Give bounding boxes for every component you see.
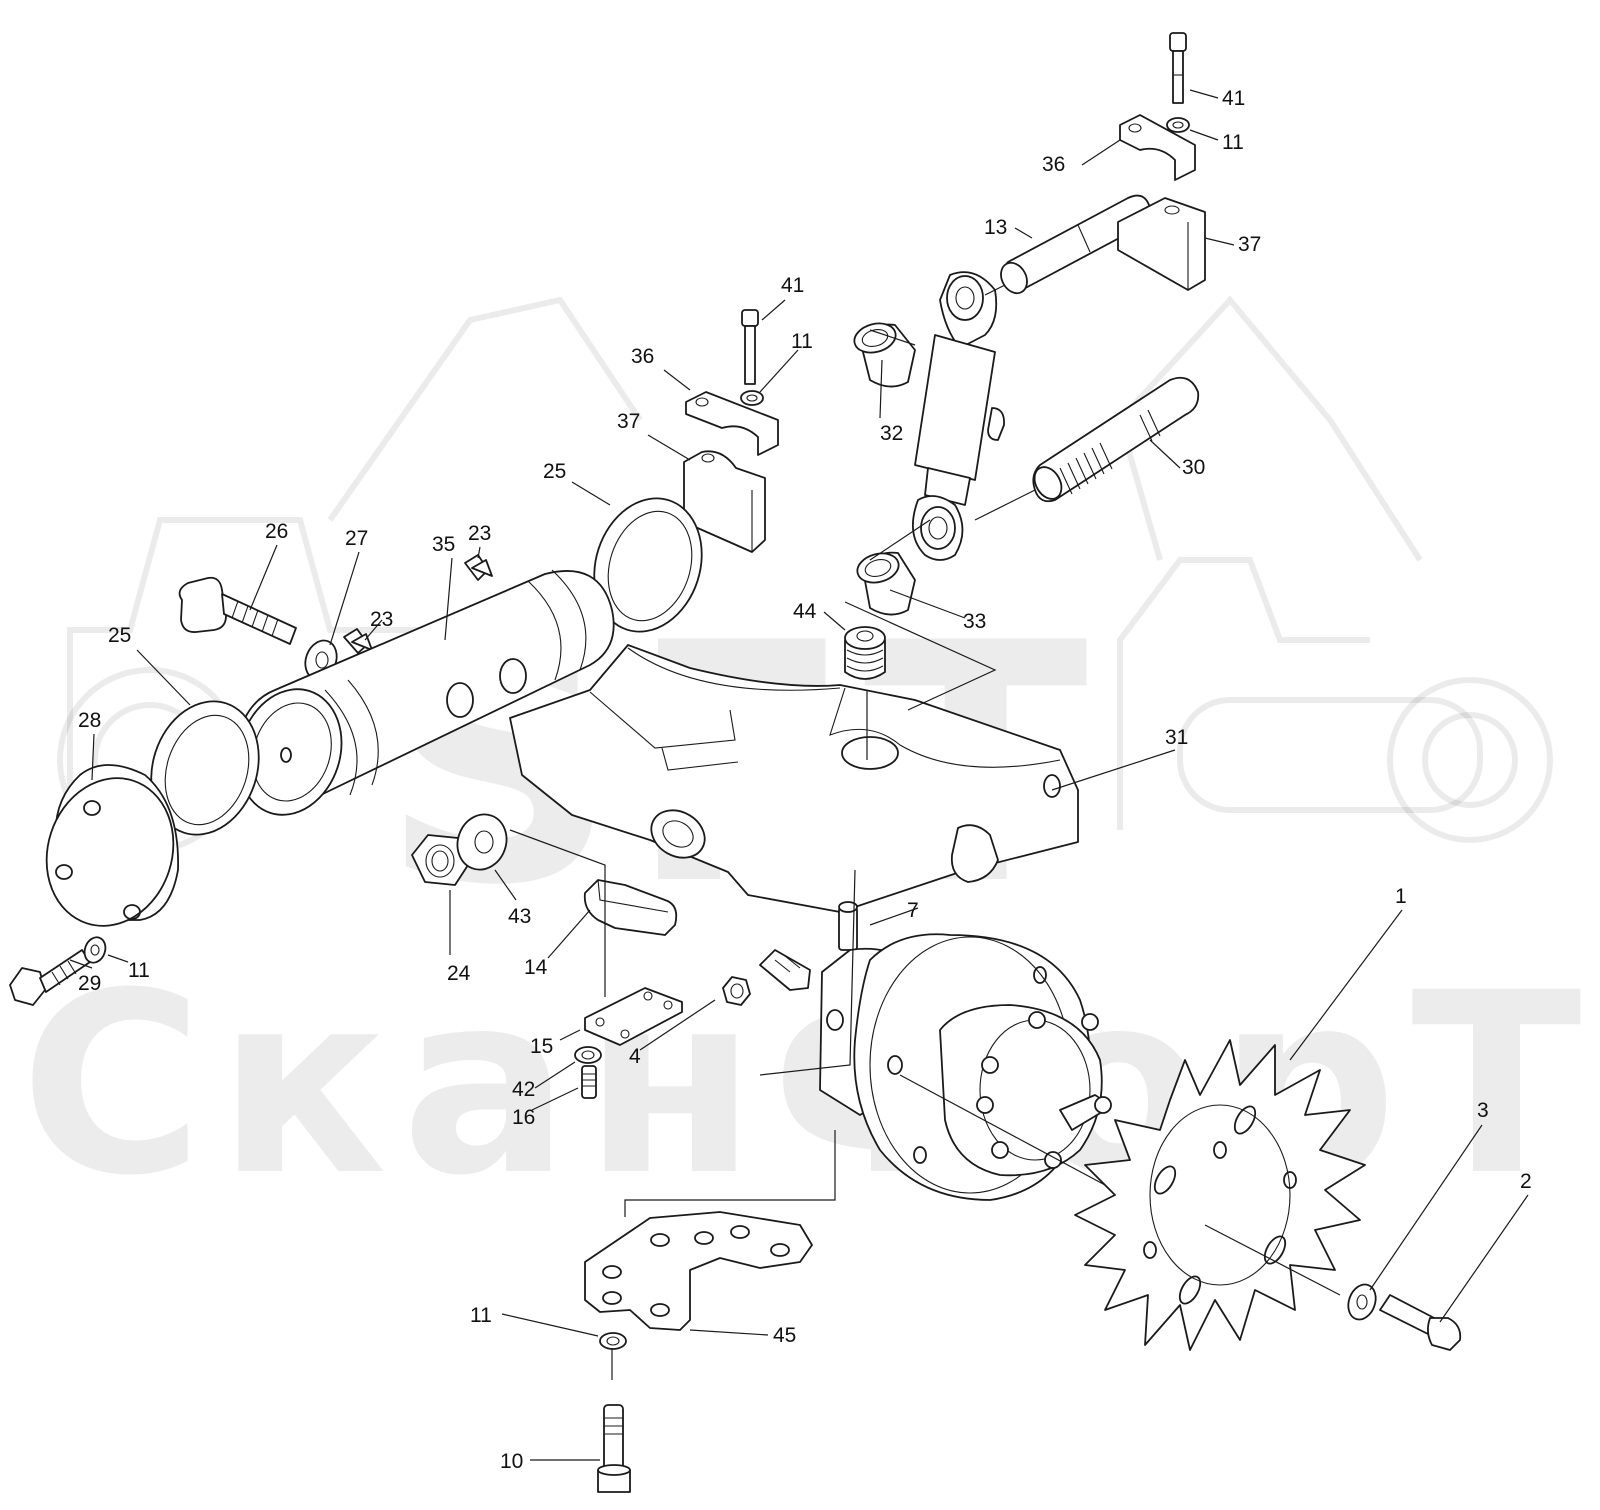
callout-23b: 23 xyxy=(370,608,393,631)
callout-11d: 11 xyxy=(470,1304,492,1327)
callout-10: 10 xyxy=(500,1450,523,1473)
callout-23a: 23 xyxy=(468,522,491,545)
washer-3 xyxy=(1347,1283,1377,1321)
callout-32: 32 xyxy=(880,422,903,445)
callout-3: 3 xyxy=(1477,1099,1489,1122)
bolt-2 xyxy=(1379,1294,1462,1351)
clamp-36-top xyxy=(1119,114,1196,181)
bolt-26 xyxy=(178,576,297,645)
plate-15 xyxy=(584,987,683,1046)
callout-25b: 25 xyxy=(108,624,131,647)
clamp-36-mid xyxy=(685,391,779,456)
callout-41a: 41 xyxy=(1222,87,1245,110)
callout-26: 26 xyxy=(265,520,288,543)
callout-11a: 11 xyxy=(1222,131,1244,154)
screw-16 xyxy=(581,1065,597,1099)
callout-11c: 11 xyxy=(128,959,150,982)
pin-13 xyxy=(1000,194,1152,295)
grease-nipple-23-top xyxy=(464,554,493,581)
callout-25a: 25 xyxy=(543,460,566,483)
washer-42 xyxy=(574,1046,602,1064)
callout-28: 28 xyxy=(78,709,101,732)
bushing-32 xyxy=(853,322,916,388)
callout-44: 44 xyxy=(793,600,817,623)
callout-1: 1 xyxy=(1395,885,1407,908)
end-cap-28 xyxy=(45,764,179,927)
washer-43 xyxy=(456,813,508,871)
bushing-33 xyxy=(856,551,916,616)
seal-ring-25-top xyxy=(593,497,703,633)
axle-tube-35 xyxy=(237,569,615,816)
washer-11-mid xyxy=(740,390,764,406)
callout-43: 43 xyxy=(508,905,531,928)
callout-11b: 11 xyxy=(791,330,813,353)
callout-37b: 37 xyxy=(617,410,640,433)
callout-24: 24 xyxy=(447,962,471,985)
pin-30 xyxy=(1032,376,1200,503)
bolt-29 xyxy=(9,949,91,1006)
bolt-41-mid xyxy=(741,309,759,385)
hydraulic-cylinder xyxy=(911,271,1005,561)
washer-11-top xyxy=(1166,117,1190,133)
callout-27: 27 xyxy=(345,527,368,550)
callout-13: 13 xyxy=(984,216,1007,239)
nut-4 xyxy=(722,976,751,1006)
plug-44 xyxy=(844,626,886,680)
bracket-plate-45 xyxy=(584,1211,813,1331)
block-37-mid xyxy=(683,450,766,553)
washer-11-bottom xyxy=(599,1332,627,1350)
bolt-41-top xyxy=(1169,32,1187,104)
sleeve-7 xyxy=(838,901,858,951)
callout-35: 35 xyxy=(432,533,455,556)
callout-31: 31 xyxy=(1165,726,1188,749)
callout-2: 2 xyxy=(1520,1170,1532,1193)
block-37-top xyxy=(1117,197,1206,291)
pad-14 xyxy=(583,879,678,936)
drive-sprocket-1 xyxy=(1074,1039,1366,1351)
seal-ring-25-left xyxy=(150,700,260,836)
callout-14: 14 xyxy=(524,956,548,979)
callout-30: 30 xyxy=(1182,456,1205,479)
callout-36b: 36 xyxy=(631,345,654,368)
bolt-10 xyxy=(597,1404,631,1493)
leader-lines xyxy=(69,89,1529,1461)
callout-36a: 36 xyxy=(1042,153,1065,176)
callout-37a: 37 xyxy=(1238,233,1261,256)
callout-7: 7 xyxy=(907,899,919,922)
callout-4: 4 xyxy=(629,1045,641,1068)
callout-29: 29 xyxy=(78,972,101,995)
nut-24 xyxy=(411,834,471,886)
callout-33: 33 xyxy=(963,610,986,633)
callout-42: 42 xyxy=(512,1078,535,1101)
callout-45: 45 xyxy=(773,1324,796,1347)
callout-15: 15 xyxy=(530,1035,553,1058)
swing-arm-31 xyxy=(509,644,1079,913)
wheel-hub-motor xyxy=(759,933,1112,1201)
callout-16: 16 xyxy=(512,1106,535,1129)
washer-11-left xyxy=(83,936,107,964)
callout-41b: 41 xyxy=(781,274,804,297)
